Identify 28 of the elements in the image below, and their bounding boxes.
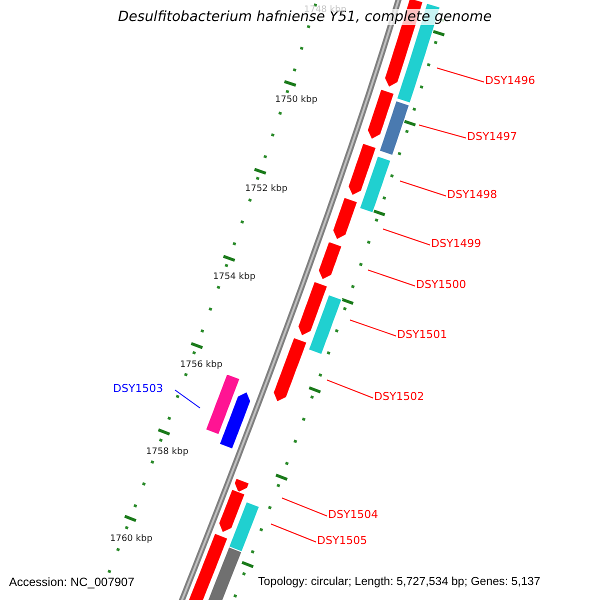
kbp-label: 1752 kbp	[245, 184, 288, 194]
leader-line	[174, 390, 200, 408]
kbp-label: 1756 kbp	[180, 360, 222, 370]
kbp-label: 1754 kbp	[213, 272, 256, 282]
leader-line	[270, 524, 316, 542]
leader-line	[436, 68, 484, 82]
gene-label: DSY1498	[447, 188, 498, 201]
genome-info-text: Topology: circular; Length: 5,727,534 bp; Genes: 5,137	[258, 575, 540, 588]
gene-label: DSY1501	[397, 328, 448, 341]
accession-text: Accession: NC_007907	[9, 575, 134, 589]
leader-line	[368, 270, 416, 286]
kbp-label: 1750 kbp	[275, 95, 318, 105]
gene-label: DSY1504	[328, 508, 378, 521]
leader-line	[382, 228, 430, 246]
gene-label: DSY1499	[431, 237, 482, 250]
gene-label: DSY1505	[317, 534, 368, 547]
leader-line	[418, 124, 466, 138]
leader-line	[400, 180, 446, 196]
leader-line	[326, 380, 374, 398]
gene-label: DSY1502	[374, 390, 424, 403]
gene-label: DSY1497	[467, 130, 518, 143]
gene-label: DSY1496	[485, 74, 536, 87]
leader-line	[282, 498, 328, 516]
gene-label: DSY1503	[113, 382, 164, 395]
kbp-label: 1760 kbp	[110, 534, 152, 544]
gene-label: DSY1500	[416, 278, 466, 291]
leader-line	[350, 320, 396, 336]
kbp-label: 1758 kbp	[146, 447, 188, 457]
